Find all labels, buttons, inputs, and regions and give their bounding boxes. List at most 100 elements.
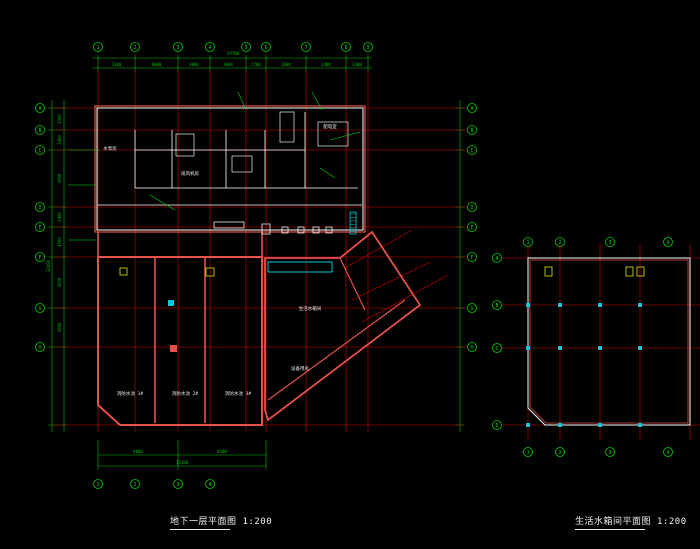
axis-bubble-right-label: D <box>470 205 473 211</box>
side-plan-caption: 生活水箱间平面图 1:200 <box>575 514 687 530</box>
annotation-leader <box>149 194 176 211</box>
axis-bubble-right-label: H <box>470 345 473 351</box>
side-axis-bubble-left <box>492 420 502 430</box>
equipment-box <box>279 111 295 143</box>
dimension-text: 3300 <box>352 62 362 67</box>
axis-bubble-top-label: 2 <box>133 45 136 51</box>
side-axis-bubble-label: A <box>495 256 498 262</box>
annotation-leader <box>329 131 361 141</box>
axis-bubble-top <box>261 42 271 52</box>
room-label: 生活水箱间 <box>299 305 322 312</box>
dimension-text: 3000 <box>57 173 62 183</box>
equipment-box <box>175 133 195 157</box>
axis-bubble-top-label: 3 <box>176 45 179 51</box>
side-column-marker <box>638 303 642 307</box>
axis-bubble-left-label: G <box>38 306 41 312</box>
dimension-text: 4000 <box>133 449 143 454</box>
axis-bubble-top <box>173 42 183 52</box>
side-column-marker <box>558 303 562 307</box>
axis-bubble-top <box>341 42 351 52</box>
equipment-symbols <box>119 111 357 352</box>
axis-bubble-right-label: F <box>470 255 473 261</box>
annotation-leader <box>311 91 323 111</box>
side-column-marker <box>526 423 530 427</box>
side-axis-bubble-label: 4 <box>666 450 669 456</box>
side-axis-bubble-top <box>555 237 565 247</box>
upper-wall-outer <box>94 105 366 233</box>
dimension-text: 3300 <box>112 62 122 67</box>
annotation-leaders <box>68 91 361 241</box>
axis-bubble-right <box>467 103 477 113</box>
dimension-text: 2400 <box>321 62 331 67</box>
dimension-text: 3400 <box>57 135 62 145</box>
axis-bubble-top-label: 5 <box>244 45 247 51</box>
axis-bubble-right <box>467 202 477 212</box>
room-label: 消防水池 3# <box>225 390 251 397</box>
sump-pit <box>205 267 215 277</box>
wing-inner-wall <box>267 299 406 401</box>
axis-bubble-left <box>35 252 45 262</box>
wing-outline <box>264 230 422 422</box>
tank-room-outline <box>97 256 263 426</box>
axis-bubble-left-label: H <box>38 345 41 351</box>
axis-bubble-left-label: C <box>38 148 41 154</box>
dimension-text: 3000 <box>223 62 233 67</box>
axis-bubble-left <box>35 145 45 155</box>
axis-bubble-top-label: 1 <box>96 45 99 51</box>
side-column-marker <box>558 346 562 350</box>
side-axis-bubble-label: 2 <box>558 240 561 246</box>
dimension-text: 2400 <box>57 212 62 222</box>
axis-bubble-right-label: G <box>470 306 473 312</box>
side-plan-scale: 1:200 <box>657 517 687 527</box>
axis-bubble-bottom <box>173 479 183 489</box>
stair-symbol <box>349 211 357 235</box>
axis-bubble-top-label: 8 <box>344 45 347 51</box>
dimension-text: 8100 <box>217 449 227 454</box>
axis-bubble-bottom-label: 3 <box>176 482 179 488</box>
dimension-total: 29700 <box>227 51 240 56</box>
side-tank-symbol <box>544 266 553 277</box>
side-axis-bubble-label: 2 <box>558 450 561 456</box>
main-plan-scale: 1:200 <box>242 517 273 527</box>
axis-bubble-bottom-label: 1 <box>96 482 99 488</box>
upper-wall-outline <box>96 107 364 231</box>
axis-grid-lines <box>52 70 465 432</box>
side-axis-bubble-label: 1 <box>526 240 529 246</box>
side-column-marker <box>598 423 602 427</box>
axis-bubble-top <box>93 42 103 52</box>
side-axis-bubble-left <box>492 300 502 310</box>
pump-symbol <box>281 226 289 234</box>
side-axis-bubble-left <box>492 253 502 263</box>
side-column-marker <box>526 303 530 307</box>
axis-bubble-left-label: E <box>38 225 41 231</box>
axis-bubble-top <box>130 42 140 52</box>
pump-symbol <box>312 226 320 234</box>
equipment-box <box>231 155 253 173</box>
equipment-box <box>261 223 271 235</box>
pipe-header <box>267 261 333 273</box>
axis-bubble-right-label: B <box>470 128 473 134</box>
wall-outline <box>94 105 422 426</box>
side-axis-bubble-bottom <box>663 447 673 457</box>
dimension-text: 3500 <box>57 277 62 287</box>
axis-line-rotated <box>361 274 449 323</box>
dimension-text: 2700 <box>251 62 261 67</box>
axis-bubble-left <box>35 103 45 113</box>
side-plan-title: 生活水箱间平面图 <box>575 517 652 527</box>
column-marker <box>168 300 174 306</box>
dimension-text: 3300 <box>57 114 62 124</box>
axis-bubble-bottom <box>130 479 140 489</box>
axis-bubble-right <box>467 252 477 262</box>
dimension-text: 6000 <box>152 62 162 67</box>
side-axis-bubble-label: 4 <box>666 240 669 246</box>
side-wall-outline <box>527 257 691 426</box>
axis-bubble-right <box>467 222 477 232</box>
side-axis-bubble-label: B <box>495 303 498 309</box>
axis-bubble-left <box>35 125 45 135</box>
pump-symbol <box>297 226 305 234</box>
